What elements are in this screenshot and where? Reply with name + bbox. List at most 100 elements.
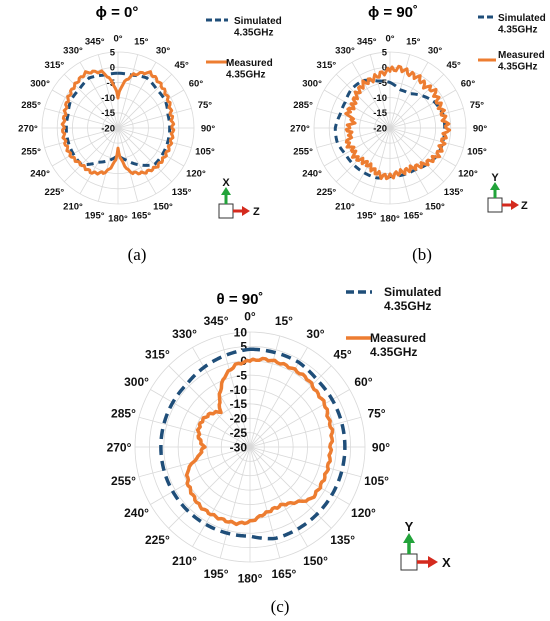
panel-c-angle-tick-label: 315° (145, 348, 170, 362)
panel-c-series-simulated-line (159, 347, 347, 541)
panel-a-angle-tick-label: 345° (85, 36, 105, 47)
legend-text-line: Simulated (234, 16, 282, 27)
panel-c-grid-spoke (219, 335, 251, 448)
panel-c-angle-tick-label: 345° (204, 314, 229, 328)
panel-b-angle-tick-label: 30° (428, 45, 443, 56)
panel-b-angle-tick-label: 330° (335, 45, 355, 56)
panel-c-angle-tick-label: 0° (244, 309, 256, 323)
panel-c-angle-tick-label: 330° (172, 327, 197, 341)
panel-c-angle-tick-label: 135° (330, 533, 355, 547)
panel-b-caption: (b) (412, 245, 432, 264)
panel-a-angle-tick-label: 0° (113, 33, 122, 44)
panel-c-right-arrowhead (428, 556, 438, 568)
panel-c-caption: (c) (271, 597, 290, 616)
panel-a-caption: (a) (128, 245, 147, 264)
panel-b-grid-spoke (369, 54, 391, 129)
panel-c-angle-tick-label: 195° (204, 567, 229, 581)
panel-b-grid-spoke (323, 127, 391, 167)
panel-b-angle-tick-label: 315° (317, 60, 337, 71)
panel-a-angle-tick-label: 15° (134, 36, 149, 47)
panel-a-plot: 0°15°30°45°60°75°90°105°120°135°150°165°… (18, 33, 215, 224)
panel-c-right-axis-label: X (442, 555, 451, 570)
panel-c-grid-spoke (138, 416, 251, 448)
panel-a-grid-spoke (63, 127, 119, 183)
legend-text-line: Measured (226, 58, 273, 69)
panel-c-angle-tick-label: 150° (303, 554, 328, 568)
panel-c-radial-tick-label: 5 (240, 340, 247, 354)
panel-a-grid-spoke (117, 54, 139, 129)
panel-b-angle-tick-label: 180° (380, 213, 400, 224)
panel-a-up-axis-label: X (222, 177, 230, 189)
panel-c-plot: 0°15°30°45°60°75°90°105°120°135°150°165°… (107, 309, 391, 585)
panel-c-grid-spoke (249, 446, 281, 559)
panel-b-angle-tick-label: 105° (467, 147, 487, 158)
panel-a-right-arrowhead (242, 206, 250, 216)
panel-c-angle-tick-label: 30° (306, 327, 324, 341)
panel-b: ϕ = 90˚ 0°15°30°45°60°75°90°105°120°135°… (290, 4, 546, 264)
panel-b-up-arrowhead (490, 182, 500, 190)
panel-a-grid-spoke (97, 54, 119, 129)
legend-text-line: 4.35GHz (226, 70, 265, 81)
panel-a-angle-tick-label: 90° (201, 123, 216, 134)
panel-c-angle-tick-label: 210° (172, 554, 197, 568)
panel-b-grid-spoke (389, 54, 411, 129)
panel-b-right-arrowhead (511, 200, 519, 210)
panel-c-angle-tick-label: 15° (275, 314, 293, 328)
panel-a-angle-tick-label: 240° (30, 168, 50, 179)
panel-b-angle-tick-label: 225° (317, 187, 337, 198)
panel-c-grid-spoke (249, 446, 362, 478)
legend-text-line: Simulated (384, 285, 441, 299)
panel-c-grid-spoke (249, 335, 281, 448)
panel-b-axes-indicator: Y Z (487, 172, 528, 213)
panel-a-angle-tick-label: 150° (153, 201, 173, 212)
panel-b-angle-tick-label: 0° (385, 33, 394, 44)
panel-c-grid-spoke (249, 347, 308, 448)
panel-b-grid-spoke (351, 127, 391, 195)
panel-a-grid-spoke (51, 127, 119, 167)
panel-b-radial-tick-label: -10 (373, 93, 387, 104)
panel-a-angle-tick-label: 315° (45, 60, 65, 71)
panel-a-angle-tick-label: 60° (189, 78, 204, 89)
panel-b-grid-spoke (389, 127, 457, 167)
panel-b-series-measured-line (344, 64, 452, 181)
panel-c-grid-spoke (249, 416, 362, 448)
panel-b-angle-tick-label: 120° (458, 168, 478, 179)
panel-a-angle-tick-label: 135° (172, 187, 192, 198)
panel-b-grid-spoke (389, 127, 445, 183)
panel-c-radial-tick-label: -15 (230, 397, 248, 411)
panel-a: ϕ = 0° 0°15°30°45°60°75°90°105°120°135°1… (18, 4, 282, 264)
panel-c-angle-tick-label: 180° (238, 571, 263, 585)
panel-a-grid-spoke (117, 73, 173, 129)
panel-c-radial-tick-label: -20 (230, 412, 248, 426)
panel-c-grid-spoke (249, 446, 308, 547)
panel-a-radial-tick-label: 0 (110, 63, 115, 74)
panel-a-axes-indicator: X Z (218, 177, 260, 219)
panel-b-grid-spoke (389, 89, 457, 129)
panel-b-radial-tick-label: -20 (373, 123, 387, 134)
panel-c-angle-tick-label: 165° (271, 567, 296, 581)
panel-b-angle-tick-label: 255° (293, 147, 313, 158)
panel-c-grid-spoke (249, 446, 350, 505)
panel-a-angle-tick-label: 270° (18, 123, 38, 134)
panel-c-angle-tick-label: 90° (372, 440, 390, 454)
panel-b-title: ϕ = 90˚ (368, 4, 418, 21)
panel-b-grid-spoke (335, 73, 391, 129)
panel-a-grid-spoke (117, 127, 185, 167)
panel-b-angle-tick-label: 75° (470, 100, 485, 111)
panel-a-grid-spoke (63, 73, 119, 129)
panel-a-radial-tick-label: 5 (110, 47, 116, 58)
panel-a-grid-spoke (51, 89, 119, 129)
panel-a-angle-tick-label: 285° (21, 100, 41, 111)
panel-b-angle-tick-label: 345° (357, 36, 377, 47)
panel-b-angle-tick-label: 60° (461, 78, 476, 89)
panel-a-angle-tick-label: 105° (195, 147, 215, 158)
panel-c-angle-tick-label: 105° (364, 474, 389, 488)
legend-text-line: Measured (498, 50, 545, 61)
panel-c-up-arrowhead (403, 533, 415, 543)
panel-a-grid-spoke (117, 89, 185, 129)
